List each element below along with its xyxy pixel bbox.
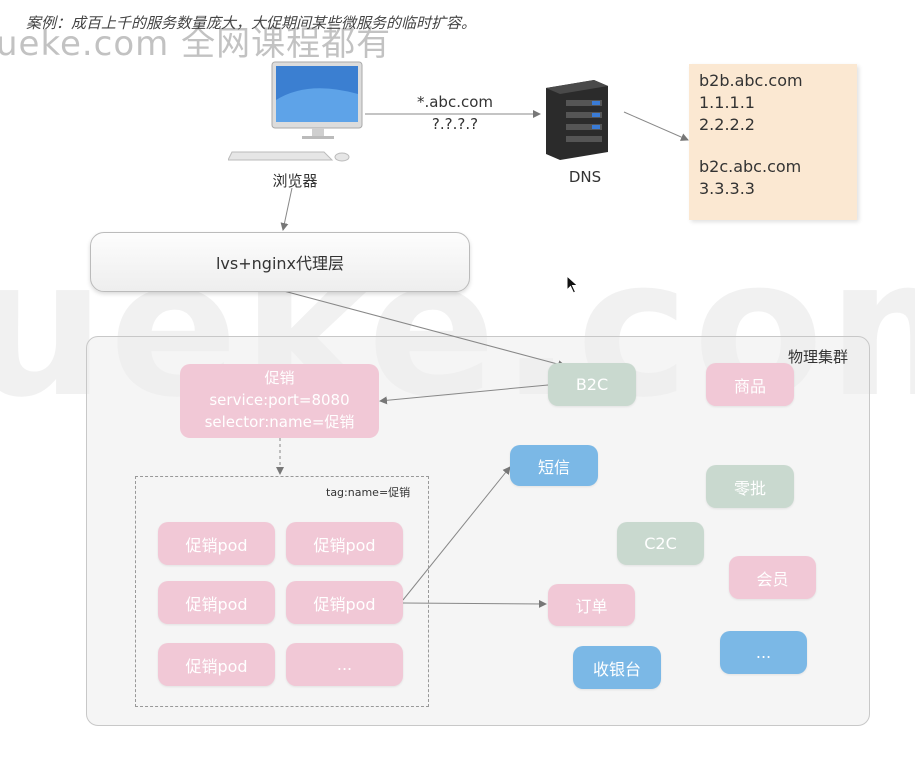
b2c-to-service-line (379, 384, 549, 405)
service-sms: 短信 (510, 445, 598, 486)
pod-to-order-line (402, 599, 547, 608)
pod-to-sms-line (402, 466, 511, 601)
dns-record-line: 1.1.1.1 (699, 93, 755, 112)
pod-tag-label: tag:name=促销 (326, 486, 411, 499)
desktop-computer-icon (228, 61, 363, 162)
pod-item: 促销pod (286, 522, 403, 565)
service-member: 会员 (729, 556, 816, 599)
service-port: service:port=8080 (209, 391, 350, 409)
service-more: ... (720, 631, 807, 674)
request-ip: ?.?.?.? (431, 115, 479, 133)
cluster-label: 物理集群 (788, 348, 849, 366)
service-c2c: C2C (617, 522, 704, 565)
service-name: 促销 (264, 369, 295, 387)
service-cashier: 收银台 (573, 646, 661, 689)
pod-item: 促销pod (158, 581, 275, 624)
watermark-top: ueke.com 全网课程都有 (0, 24, 392, 64)
browser-to-proxy-line (280, 187, 293, 231)
pod-group-area (135, 476, 429, 707)
pod-item: 促销pod (158, 522, 275, 565)
page-title: 案例：成百上千的服务数量庞大，大促期间某些微服务的临时扩容。 (26, 14, 477, 32)
dns-record-line: 2.2.2.2 (699, 115, 755, 134)
pod-item-more: ... (286, 643, 403, 686)
service-retail: 零批 (706, 465, 794, 508)
server-icon (546, 80, 608, 160)
dns-label: DNS (568, 168, 602, 186)
request-domain: *.abc.com (416, 93, 494, 111)
dns-record-line: 3.3.3.3 (699, 179, 755, 198)
promotion-service-box: 促销 service:port=8080 selector:name=促销 (180, 364, 379, 438)
service-goods: 商品 (706, 363, 794, 406)
dns-to-records-line (623, 111, 689, 141)
dns-records-note: b2b.abc.com 1.1.1.1 2.2.2.2 b2c.abc.com … (689, 64, 857, 220)
service-selector: selector:name=促销 (204, 413, 355, 431)
dns-record-line: b2c.abc.com (699, 157, 802, 176)
browser-label: 浏览器 (272, 172, 318, 190)
dns-record-line: b2b.abc.com (699, 71, 803, 90)
proxy-to-b2c-line (279, 289, 566, 369)
service-order: 订单 (548, 584, 635, 626)
mouse-cursor-icon (566, 275, 579, 294)
pod-item: 促销pod (158, 643, 275, 686)
service-b2c: B2C (548, 363, 636, 406)
proxy-layer-box: lvs+nginx代理层 (90, 232, 470, 292)
pod-item: 促销pod (286, 581, 403, 624)
